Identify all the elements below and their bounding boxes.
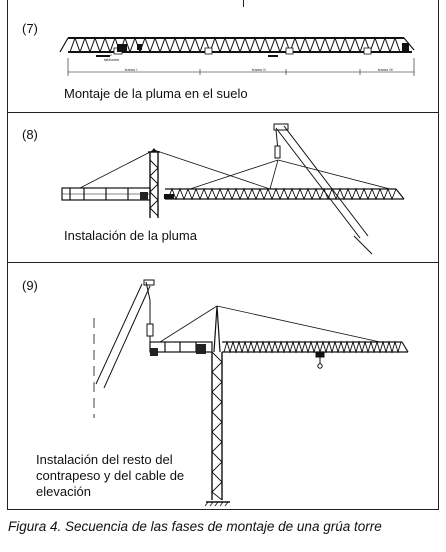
jib-panel-9 [222,340,409,354]
panel-9-label-line-1: Instalación del resto del [36,452,173,467]
lattice7-zigzag [69,36,401,54]
tramo-2-label: tramo II [252,67,266,72]
panel-8-number: (8) [22,127,38,142]
panel-9-label: Instalación del resto del contrapeso y d… [36,452,184,500]
panel-9-label-line-2: contrapeso y del cable de [36,468,185,483]
tower-head-9 [213,305,221,353]
lattice9-zigzag [223,340,402,354]
tramo-3-label: tramo III [378,67,393,72]
panel-8-label: Instalación de la pluma [64,228,197,243]
tramo-1-label: tramo I [125,67,137,72]
panel-separator-1 [7,112,439,113]
dimension-line [67,58,415,76]
counter-jib-8 [61,187,151,201]
top-table-divider [243,0,244,7]
panel-separator-2 [7,262,439,263]
figure-frame [7,0,439,510]
boom-on-ground [59,36,415,54]
pendant-lines-8 [79,149,391,190]
mast-panel-9 [211,351,223,501]
panel-7-label: Montaje de la pluma en el suelo [64,86,248,101]
jib-connection-8 [164,194,174,199]
mast-panel-8 [148,151,160,218]
boom-support-blocks [117,43,409,52]
jib-panel-8 [165,187,405,201]
lattice8-zigzag [167,187,397,201]
figure-caption: Figura 4. Secuencia de las fases de mont… [8,519,382,534]
panel-9-label-line-3: elevación [36,484,91,499]
mobile-crane-9 [93,279,155,418]
panel-7-number: (7) [22,21,38,36]
counterweight-9 [150,344,206,356]
panel-9-number: (9) [22,278,38,293]
boom-lattice [69,36,401,54]
boom-ground-blocks [96,55,278,57]
pendant-lines-9 [159,305,381,343]
mast-base-9 [204,501,230,507]
trolley-hook-9 [315,352,325,369]
tablones-label: tablones [104,57,119,62]
counterweight-8 [140,192,148,200]
mobile-crane-8 [273,123,373,255]
